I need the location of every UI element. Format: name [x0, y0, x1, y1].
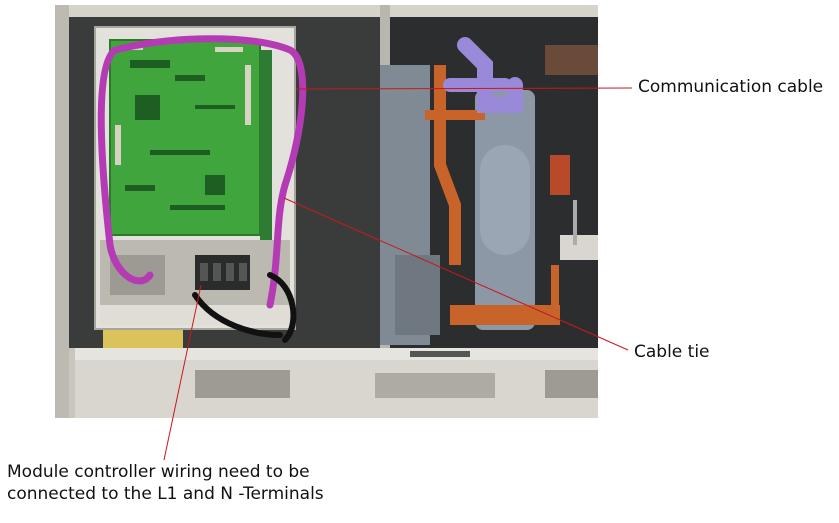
communication-cable-label: Communication cable	[638, 76, 823, 98]
unit-interior-photo	[55, 5, 598, 418]
electrical-box	[95, 27, 295, 329]
base-frame	[75, 348, 598, 360]
module-wiring-label-line1: Module controller wiring need to be	[7, 461, 324, 483]
module-wiring-label-line2: connected to the L1 and N -Terminals	[7, 483, 324, 505]
cable-tie-label: Cable tie	[634, 341, 710, 363]
module-wiring-label: Module controller wiring need to be conn…	[7, 461, 324, 505]
